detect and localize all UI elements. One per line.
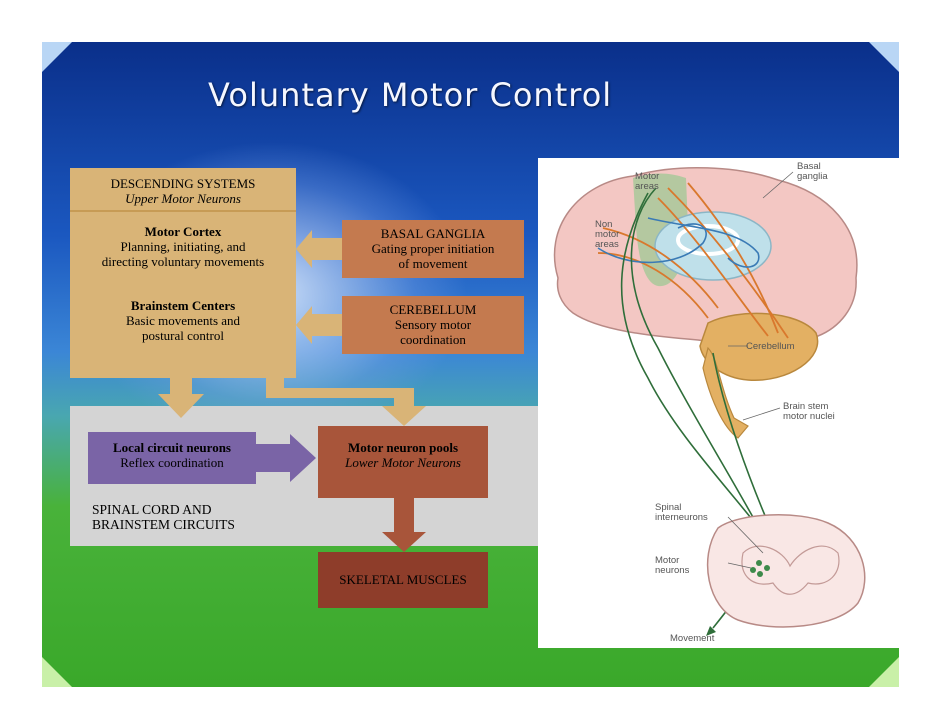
slide-background: Voluntary Motor Control DESCENDING SYSTE…: [42, 42, 899, 687]
label-spinal-interneurons: Spinal interneurons: [655, 503, 708, 523]
movement-arrowhead: [706, 626, 716, 636]
motor-cortex-title: Motor Cortex: [144, 224, 222, 239]
basal-ganglia-box: BASAL GANGLIA Gating proper initiation o…: [342, 220, 524, 278]
brain-figure: Basal ganglia Motor areas Non motor area…: [538, 158, 899, 648]
basal-ganglia-line2: of movement: [398, 256, 468, 271]
local-circuit-title: Local circuit neurons: [113, 440, 231, 455]
cerebellum-line2: coordination: [400, 332, 466, 347]
cerebellum-title: CEREBELLUM: [389, 302, 477, 317]
gray-matter: [741, 545, 840, 595]
brainstem-centers-title: Brainstem Centers: [130, 298, 236, 313]
label-movement: Movement: [670, 633, 715, 644]
label-motor-line2: areas: [635, 181, 659, 192]
motor-cortex-box: Motor Cortex Planning, initiating, and d…: [70, 218, 296, 282]
corner-bottom-left: [42, 657, 72, 687]
motor-pools-subtitle: Lower Motor Neurons: [345, 455, 461, 470]
basal-ganglia-line1: Gating proper initiation: [371, 241, 495, 256]
basal-ganglia-region: [654, 211, 772, 281]
corner-top-left: [42, 42, 72, 72]
corner-accents: [42, 42, 899, 687]
descending-systems-title: DESCENDING SYSTEMS: [110, 176, 256, 191]
spinal-cord-label: SPINAL CORD AND BRAINSTEM CIRCUITS: [92, 502, 292, 538]
corner-top-right: [869, 42, 899, 72]
label-basal-ganglia: Basal ganglia: [797, 162, 828, 182]
label-nonmotor-line3: areas: [595, 239, 619, 250]
motor-cortex-line2: directing voluntary movements: [101, 254, 265, 269]
spinal-cord-line1: SPINAL CORD AND: [92, 502, 212, 517]
flow-arrows: [158, 230, 426, 552]
local-circuit-box: Local circuit neurons Reflex coordinatio…: [88, 432, 256, 484]
local-circuit-line1: Reflex coordination: [120, 455, 224, 470]
motor-cortex-line1: Planning, initiating, and: [120, 239, 246, 254]
arrow-cerebellum-to-brainstem: [296, 306, 342, 344]
brain-stem-region: [702, 346, 749, 439]
label-motor-areas: Motor areas: [635, 172, 659, 192]
brainstem-centers-line1: Basic movements and: [125, 313, 241, 328]
descending-systems-box: DESCENDING SYSTEMS Upper Motor Neurons: [70, 168, 296, 212]
corner-bottom-right: [869, 657, 899, 687]
label-nonmotor-line1: Non: [595, 219, 613, 230]
skeletal-muscles-box: SKELETAL MUSCLES: [318, 552, 488, 608]
label-brainstem-line1: Brain stem: [783, 401, 829, 412]
brain-illustration: [553, 166, 866, 636]
label-leaders: [727, 171, 794, 569]
arrow-down-to-pools: [266, 378, 426, 426]
slide-title: Voluntary Motor Control: [208, 76, 613, 114]
label-basal-line1: Basal: [797, 161, 821, 172]
skeletal-muscles-title: SKELETAL MUSCLES: [339, 572, 467, 587]
orange-tracts: [597, 182, 789, 339]
label-nonmotor-line2: motor: [595, 229, 620, 240]
brainstem-centers-line2: postural control: [142, 328, 224, 343]
label-cerebellum: Cerebellum: [746, 341, 795, 352]
basal-ganglia-inner: [676, 224, 740, 256]
label-motorneurons-line2: neurons: [655, 565, 690, 576]
spinal-cord-line2: BRAINSTEM CIRCUITS: [92, 517, 235, 532]
basal-ganglia-title: BASAL GANGLIA: [380, 226, 486, 241]
cerebellum-box: CEREBELLUM Sensory motor coordination: [342, 296, 524, 354]
motor-pools-title: Motor neuron pools: [347, 440, 459, 455]
label-non-motor-areas: Non motor areas: [595, 220, 619, 250]
arrow-pools-to-muscles: [382, 498, 426, 552]
arrow-basal-to-cortex: [296, 230, 342, 268]
label-motor-line1: Motor: [635, 171, 660, 182]
label-motorneurons-line1: Motor: [655, 555, 680, 566]
arrow-local-to-pools: [256, 434, 316, 482]
cerebellum-line1: Sensory motor: [394, 317, 472, 332]
motor-neuron-cells: [750, 560, 770, 577]
label-spinal-line2: interneurons: [655, 512, 708, 523]
descending-systems-subtitle: Upper Motor Neurons: [125, 191, 241, 206]
label-brainstem-line2: motor nuclei: [783, 411, 835, 422]
label-basal-line2: ganglia: [797, 171, 828, 182]
motor-neuron-pools-box: Motor neuron pools Lower Motor Neurons: [318, 426, 488, 498]
label-brain-stem: Brain stem motor nuclei: [783, 402, 835, 422]
label-spinal-line1: Spinal: [655, 502, 682, 513]
arrow-down-left: [158, 378, 204, 418]
spinal-cord-section: [706, 514, 866, 628]
label-motor-neurons: Motor neurons: [655, 556, 689, 576]
brainstem-centers-box: Brainstem Centers Basic movements and po…: [70, 294, 296, 354]
